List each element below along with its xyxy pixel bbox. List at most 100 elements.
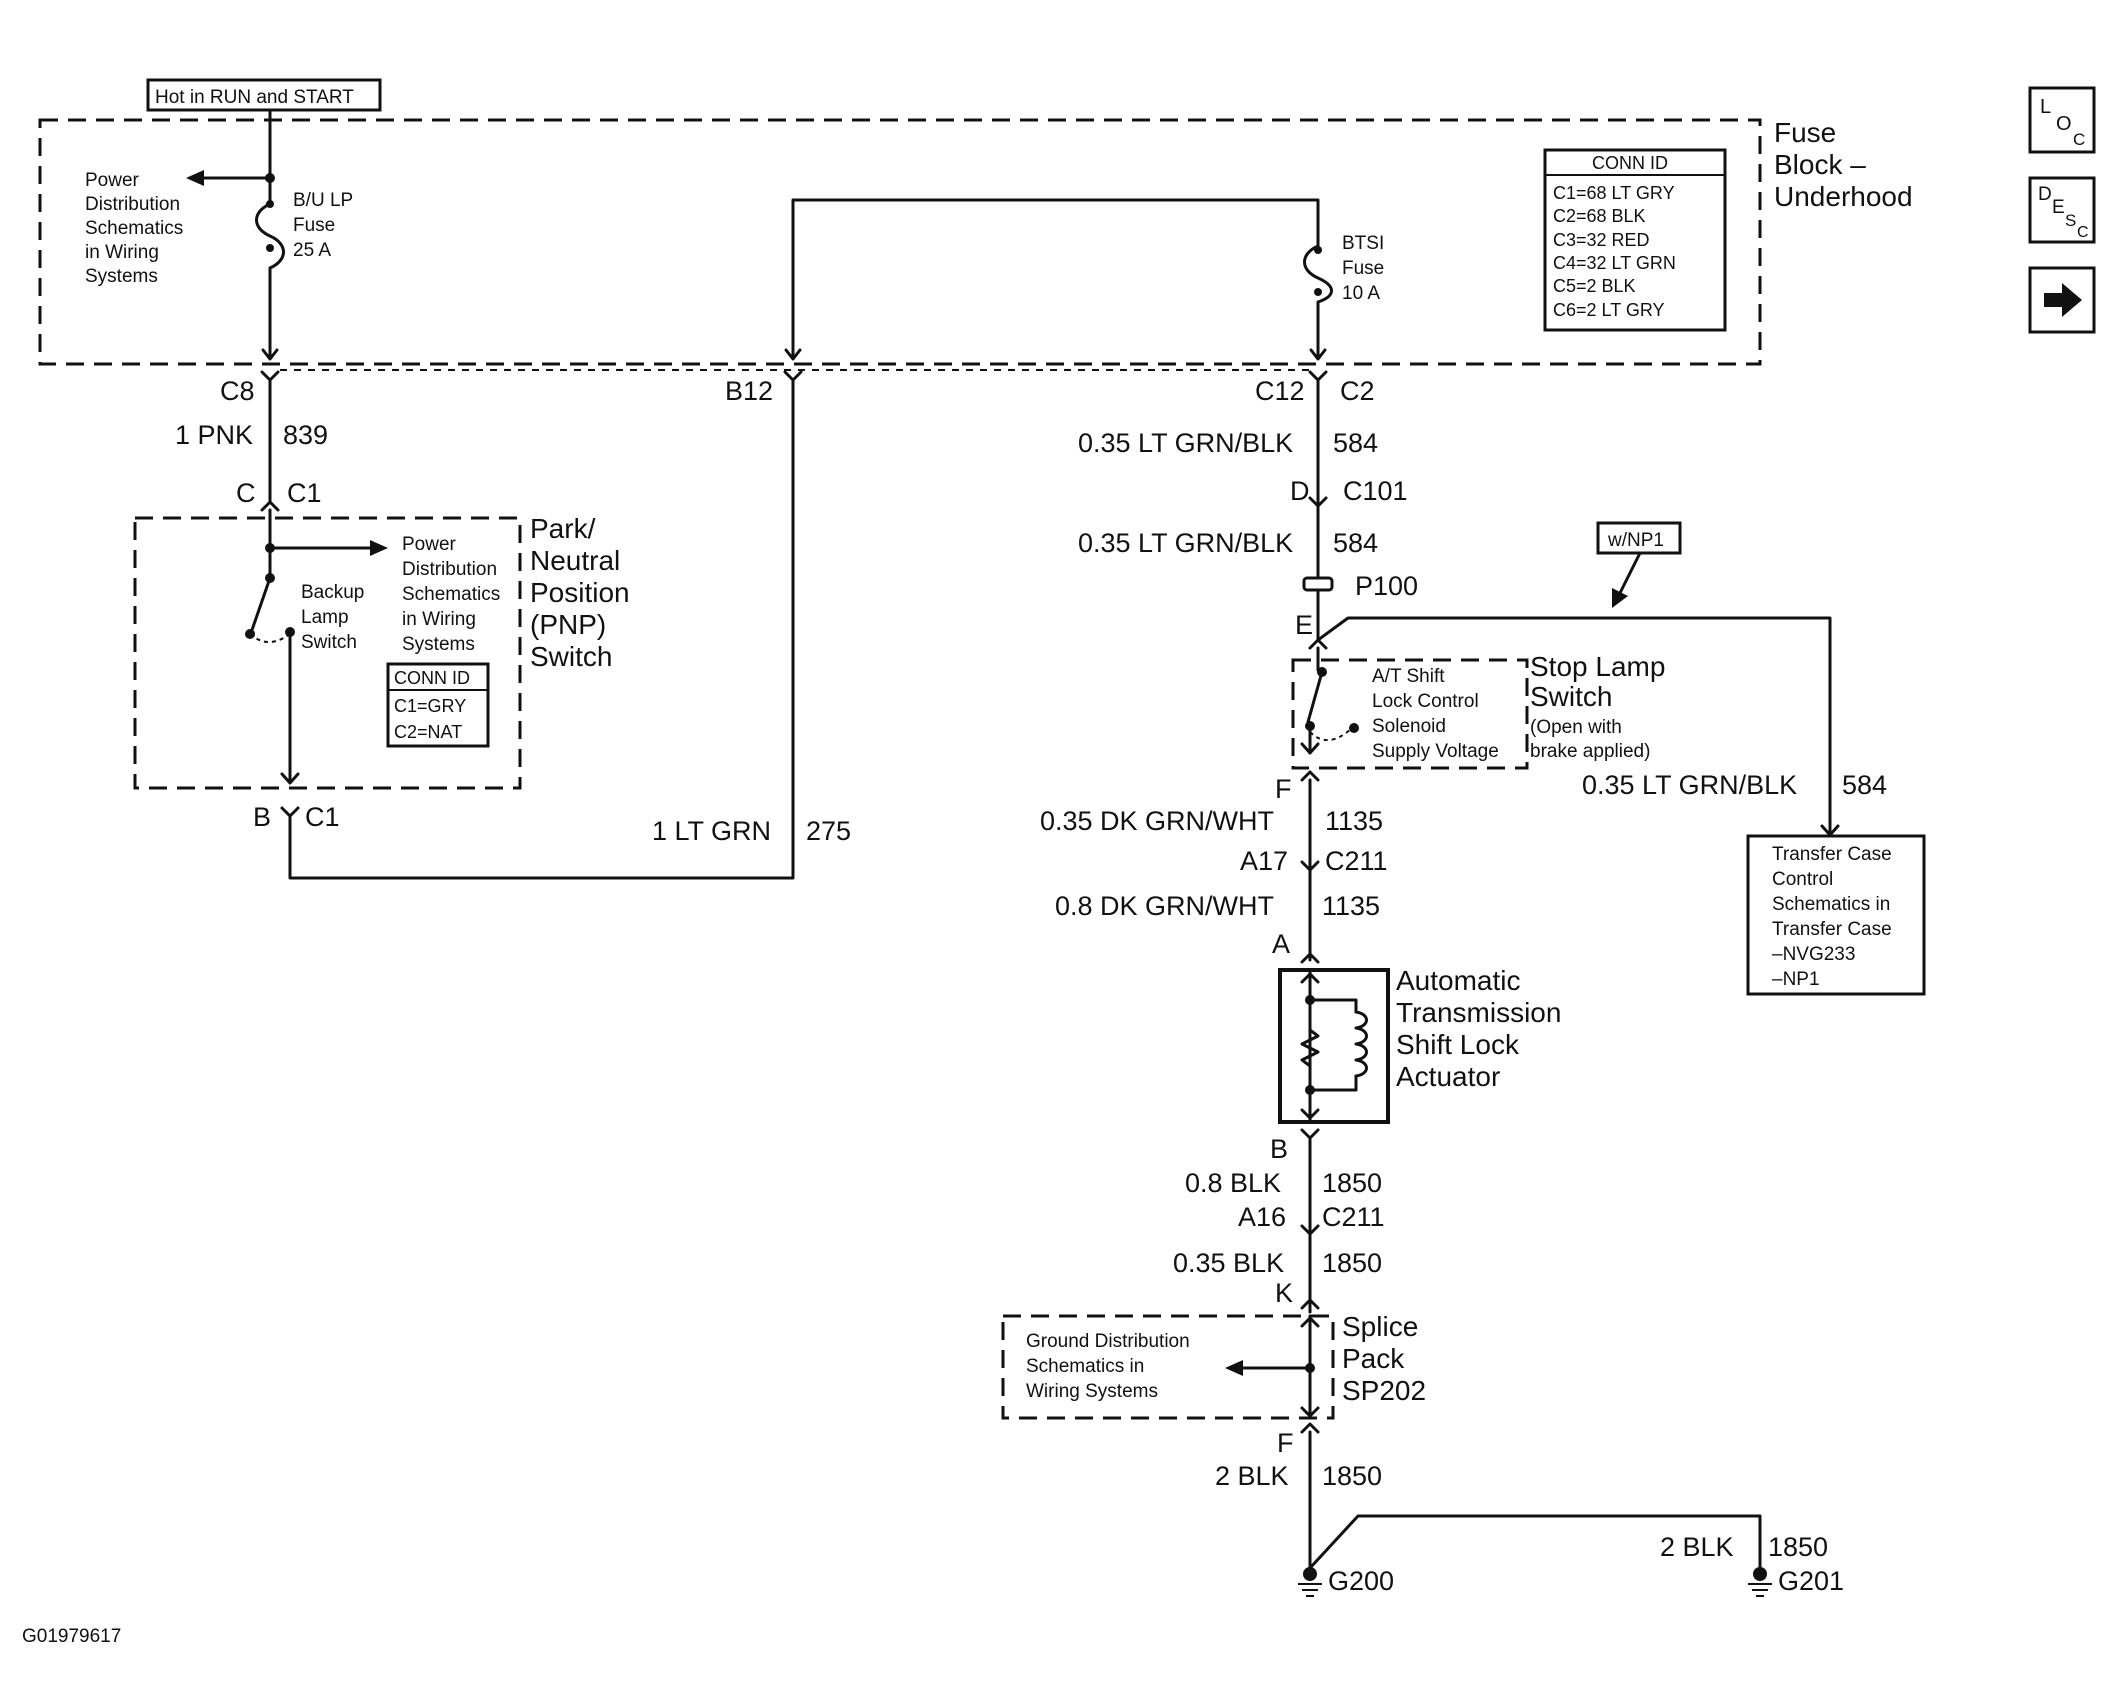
label-c8: C8 — [220, 376, 255, 406]
ground-g201-symbol — [1748, 1567, 1772, 1597]
label-2blk-1: 2 BLK — [1215, 1461, 1289, 1491]
label-a-pin: A — [1272, 929, 1290, 959]
svg-text:Stop Lamp: Stop Lamp — [1530, 651, 1665, 682]
svg-text:CONN ID: CONN ID — [1592, 153, 1668, 173]
label-g201: G201 — [1778, 1566, 1844, 1596]
splice-pack-title: Splice Pack SP202 — [1342, 1311, 1426, 1406]
svg-text:Lamp: Lamp — [301, 607, 349, 628]
svg-text:C1=GRY: C1=GRY — [394, 696, 466, 716]
connector-p100 — [1302, 576, 1334, 592]
svg-text:C6=2 LT GRY: C6=2 LT GRY — [1553, 300, 1665, 320]
label-b-pin2: B — [1270, 1134, 1288, 1164]
svg-text:L: L — [2040, 96, 2051, 118]
right-arrow-icon — [2044, 283, 2082, 317]
svg-text:Systems: Systems — [85, 266, 158, 287]
svg-text:Systems: Systems — [402, 634, 475, 655]
loc-button[interactable]: L O C — [2028, 86, 2096, 154]
svg-text:Underhood: Underhood — [1774, 181, 1913, 212]
svg-text:Power: Power — [402, 534, 457, 555]
svg-text:Schematics in: Schematics in — [1772, 894, 1890, 915]
svg-text:Fuse: Fuse — [1342, 258, 1384, 279]
svg-text:C1=68 LT GRY: C1=68 LT GRY — [1553, 183, 1675, 203]
svg-text:B/U LP: B/U LP — [293, 190, 353, 211]
svg-text:D: D — [2038, 184, 2052, 205]
stop-lamp-switch-outline — [1291, 658, 1529, 770]
svg-text:(Open with: (Open with — [1530, 717, 1622, 738]
backup-lamp-switch-label: Backup Lamp Switch — [301, 582, 364, 653]
svg-text:–NVG233: –NVG233 — [1772, 944, 1855, 965]
ground-distribution-note: Ground Distribution Schematics in Wiring… — [1026, 1331, 1190, 1402]
label-1850-1: 1850 — [1322, 1168, 1382, 1198]
pnp-conn-id: CONN ID C1=GRY C2=NAT — [386, 662, 490, 748]
pnp-power-distribution-note: Power Distribution Schematics in Wiring … — [402, 534, 500, 655]
svg-text:Transfer Case: Transfer Case — [1772, 919, 1892, 940]
label-035dkgrnwht: 0.35 DK GRN/WHT — [1040, 806, 1274, 836]
label-2blk-2: 2 BLK — [1660, 1532, 1734, 1562]
label-c211-2: C211 — [1322, 1202, 1385, 1232]
label-c1-top: C1 — [287, 478, 322, 508]
label-g200: G200 — [1328, 1566, 1394, 1596]
splice-pack-outline — [1001, 1314, 1335, 1420]
stop-lamp-switch-contact — [1306, 670, 1324, 724]
svg-text:BTSI: BTSI — [1342, 233, 1384, 254]
svg-text:S: S — [2065, 211, 2076, 230]
svg-text:E: E — [2052, 197, 2065, 218]
svg-text:25 A: 25 A — [293, 240, 331, 261]
svg-text:Schematics: Schematics — [85, 218, 183, 239]
svg-text:C3=32 RED: C3=32 RED — [1553, 230, 1650, 250]
label-584-1: 584 — [1333, 428, 1378, 458]
label-c2: C2 — [1340, 376, 1375, 406]
svg-text:A/T Shift: A/T Shift — [1372, 666, 1445, 687]
label-c1-bottom: C1 — [305, 802, 340, 832]
hot-label: Hot in RUN and START — [155, 87, 354, 108]
wnp1-note: w/NP1 — [1596, 521, 1682, 608]
stop-lamp-switch-title: Stop Lamp Switch (Open with brake applie… — [1530, 651, 1665, 762]
svg-text:Schematics: Schematics — [402, 584, 500, 605]
svg-text:Transfer Case: Transfer Case — [1772, 844, 1892, 865]
svg-text:–NP1: –NP1 — [1772, 969, 1820, 990]
actuator-title: Automatic Transmission Shift Lock Actuat… — [1396, 965, 1561, 1092]
bulp-fuse-symbol — [255, 202, 285, 270]
label-839: 839 — [283, 420, 328, 450]
svg-text:Solenoid: Solenoid — [1372, 716, 1446, 737]
label-p100: P100 — [1355, 571, 1418, 601]
svg-text:C2=NAT: C2=NAT — [394, 722, 462, 742]
hot-label-box — [146, 78, 382, 112]
svg-text:Automatic: Automatic — [1396, 965, 1521, 996]
stop-lamp-inner-label: A/T Shift Lock Control Solenoid Supply V… — [1372, 666, 1499, 762]
svg-text:Distribution: Distribution — [85, 194, 180, 215]
label-e-pin: E — [1295, 610, 1313, 640]
label-035ltgrnblk-1: 0.35 LT GRN/BLK — [1078, 428, 1293, 458]
label-f-pin: F — [1275, 774, 1292, 804]
label-b-pin: B — [253, 802, 271, 832]
svg-text:C2=68 BLK: C2=68 BLK — [1553, 206, 1646, 226]
label-08blk: 0.8 BLK — [1185, 1168, 1281, 1198]
svg-text:(PNP): (PNP) — [530, 609, 606, 640]
svg-text:in Wiring: in Wiring — [402, 609, 476, 630]
svg-text:Lock Control: Lock Control — [1372, 691, 1479, 712]
svg-text:Control: Control — [1772, 869, 1833, 890]
label-1135-1: 1135 — [1325, 806, 1383, 836]
svg-text:Ground Distribution: Ground Distribution — [1026, 1331, 1190, 1352]
svg-text:C: C — [2077, 224, 2089, 241]
svg-text:Fuse: Fuse — [293, 215, 335, 236]
svg-text:Switch: Switch — [301, 632, 357, 653]
svg-text:w/NP1: w/NP1 — [1607, 530, 1664, 551]
label-a17: A17 — [1240, 846, 1288, 876]
svg-text:O: O — [2056, 113, 2072, 135]
label-c101: C101 — [1343, 476, 1408, 506]
next-button[interactable] — [2028, 266, 2096, 334]
label-08dkgrnwht: 0.8 DK GRN/WHT — [1055, 891, 1274, 921]
svg-text:CONN ID: CONN ID — [394, 668, 470, 688]
label-c12: C12 — [1255, 376, 1305, 406]
desc-button[interactable]: D E S C — [2028, 176, 2096, 244]
label-a16: A16 — [1238, 1202, 1286, 1232]
label-b12: B12 — [725, 376, 773, 406]
backup-lamp-switch-contact — [250, 576, 272, 632]
svg-text:Supply Voltage: Supply Voltage — [1372, 741, 1499, 762]
svg-text:Pack: Pack — [1342, 1343, 1405, 1374]
svg-text:Wiring Systems: Wiring Systems — [1026, 1381, 1158, 1402]
svg-text:Park/: Park/ — [530, 513, 596, 544]
label-1850-4: 1850 — [1768, 1532, 1828, 1562]
label-584-2: 584 — [1333, 528, 1378, 558]
